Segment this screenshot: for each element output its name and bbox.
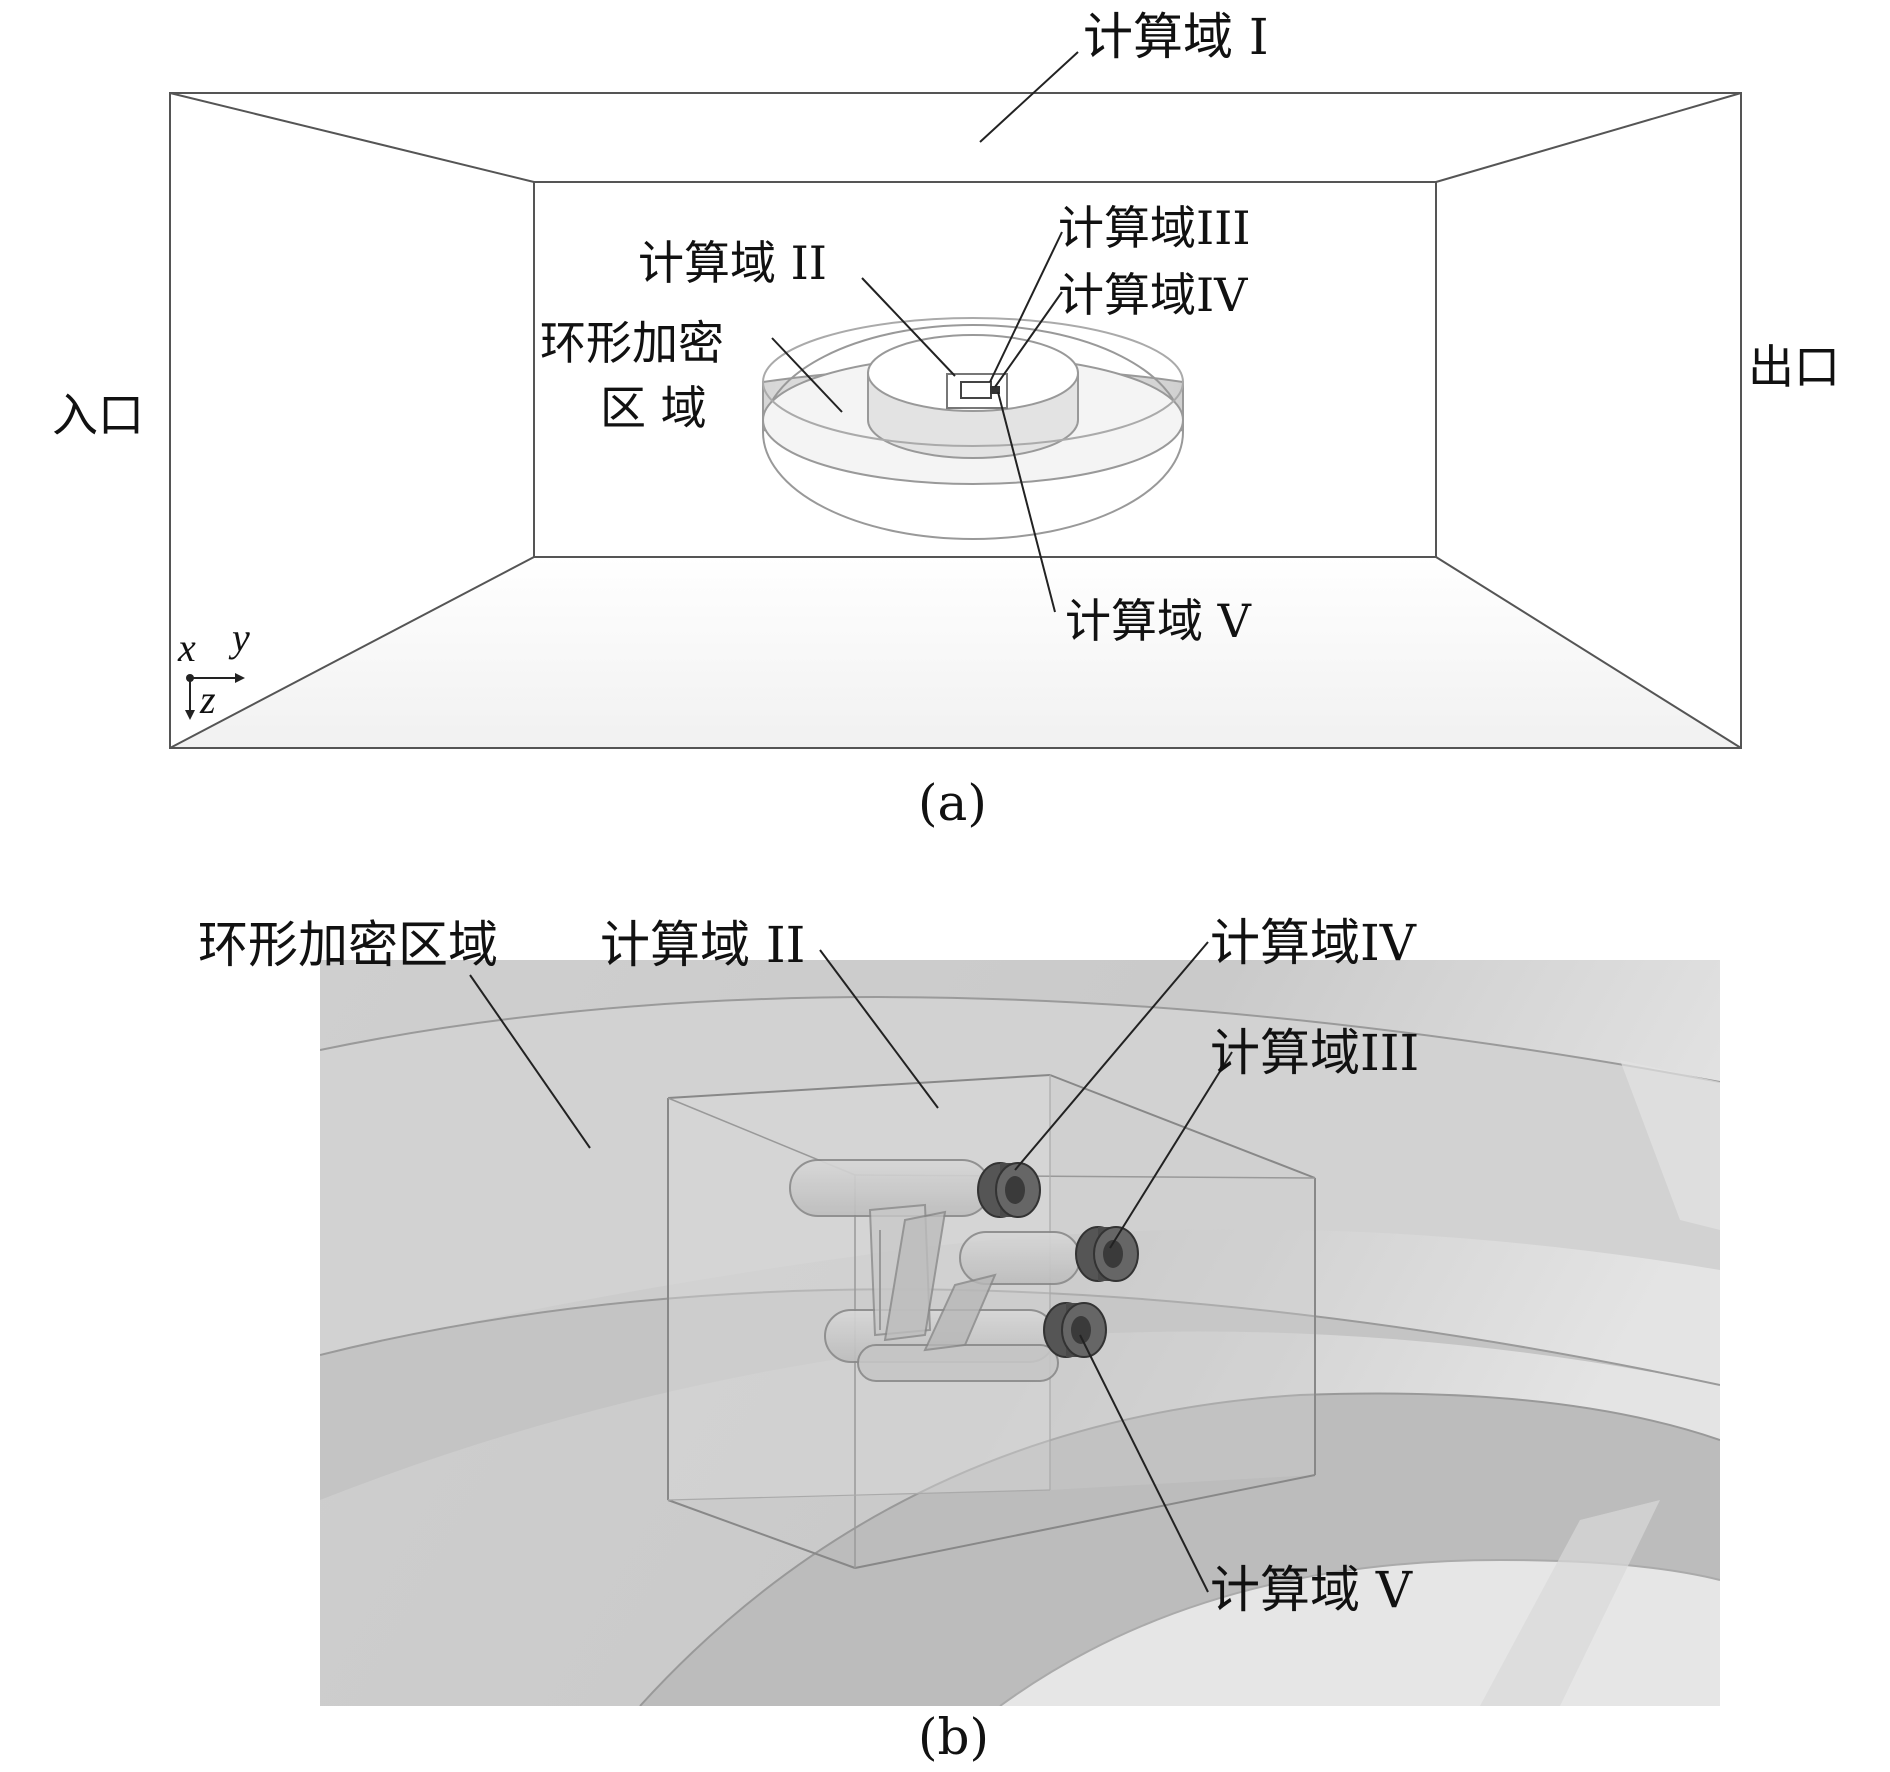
label-domain-3-b: 计算域III <box>1210 1024 1420 1082</box>
rotor-domain-5 <box>1043 1302 1107 1358</box>
leader-lines-b <box>469 941 1233 1593</box>
rotor-domain-3 <box>1075 1226 1139 1282</box>
panel-a-wind-tunnel <box>169 51 1742 749</box>
axis-label-y: y <box>232 615 250 660</box>
label-domain-4-a: 计算域IV <box>1058 268 1248 322</box>
domain-2-cube <box>667 1074 1316 1569</box>
caption-b: (b) <box>918 1708 990 1766</box>
annular-ring-a <box>762 317 1184 540</box>
label-domain-5-b: 计算域 V <box>1210 1561 1413 1619</box>
label-domain-3-a: 计算域III <box>1058 201 1251 255</box>
label-domain-5-a: 计算域 V <box>1065 594 1251 648</box>
label-domain-1-a: 计算域 I <box>1083 8 1269 66</box>
multi-rotor-vehicle <box>789 1159 1139 1382</box>
rotor-domain-4 <box>977 1162 1041 1218</box>
label-ring-a-line1: 环形加密 <box>540 316 724 370</box>
axis-label-x: x <box>178 625 196 670</box>
label-domain-2-b: 计算域 II <box>600 916 806 974</box>
label-ring-a-line2: 区 域 <box>600 381 707 435</box>
domain-2-box-a <box>946 373 1008 409</box>
axis-label-z: z <box>200 677 216 722</box>
label-ring-b: 环形加密区域 <box>198 916 498 974</box>
label-domain-4-b: 计算域IV <box>1210 914 1416 972</box>
label-inlet: 入口 <box>52 388 144 442</box>
label-domain-2-a: 计算域 II <box>638 236 827 290</box>
label-outlet: 出口 <box>1748 340 1840 394</box>
caption-a: (a) <box>918 774 987 832</box>
axis-triad <box>185 673 245 720</box>
